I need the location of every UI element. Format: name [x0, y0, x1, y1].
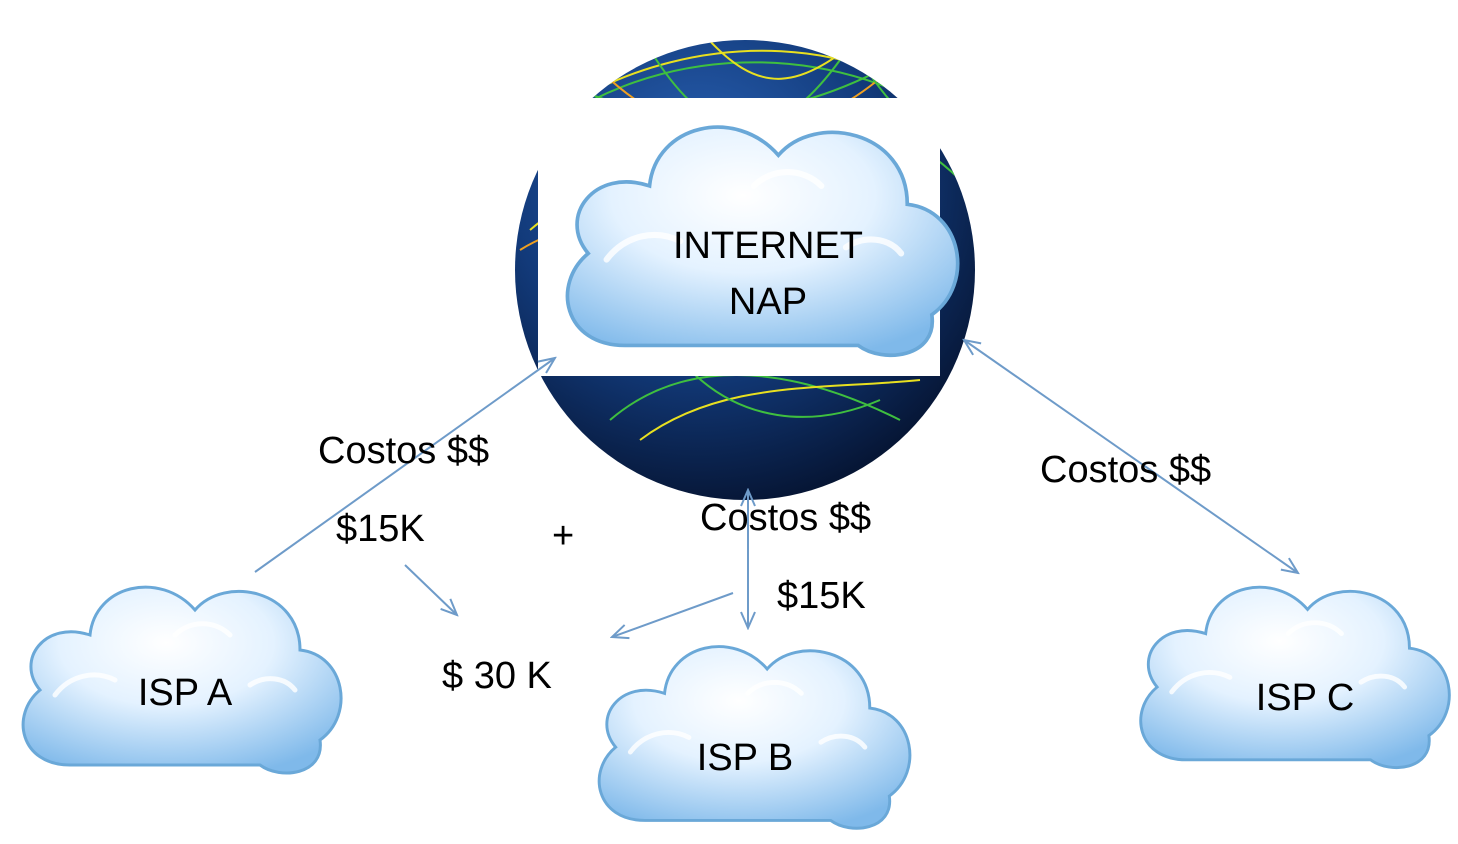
arrow-a-cost-to-total: [404, 564, 457, 615]
isp-b-label: ISP B: [697, 737, 793, 779]
arrow-internet-isp-c: [964, 340, 1298, 573]
isp-a-label: ISP A: [138, 672, 233, 714]
arrow-b-cost-to-total: [612, 592, 734, 637]
arrow-isp-a-to-internet: [254, 358, 555, 573]
internet-label: INTERNET: [673, 225, 863, 267]
isp-b-node: ISP B: [599, 647, 910, 829]
isp-b-value-label: $15K: [777, 575, 866, 617]
plus-sign: +: [552, 515, 574, 557]
isp-b-cost-label: Costos $$: [700, 497, 871, 539]
isp-c-node: ISP C: [1141, 587, 1450, 767]
isp-a-node: ISP A: [23, 587, 341, 773]
isp-c-cost-label: Costos $$: [1040, 449, 1211, 491]
isp-a-value-label: $15K: [336, 508, 425, 550]
internet-node: INTERNET NAP: [538, 98, 958, 376]
total-cost-label: $ 30 K: [442, 655, 552, 697]
nap-label: NAP: [729, 281, 807, 323]
isp-a-cost-label: Costos $$: [318, 430, 489, 472]
isp-c-label: ISP C: [1256, 677, 1355, 719]
